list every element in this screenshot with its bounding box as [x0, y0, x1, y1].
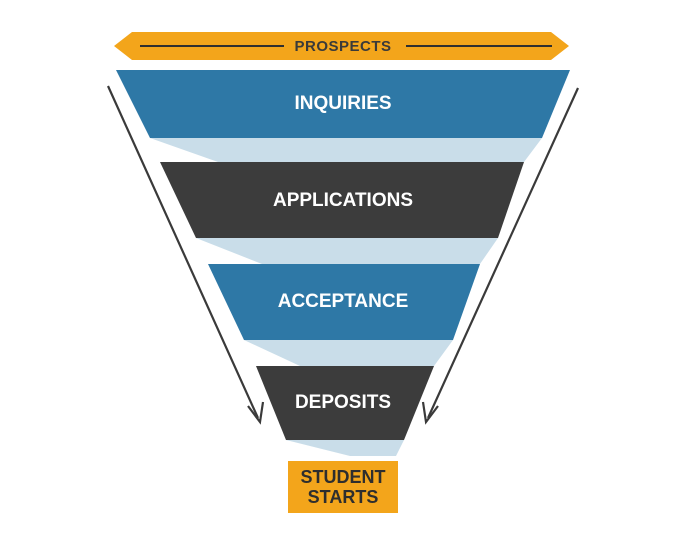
left-arrow-head	[247, 401, 265, 425]
connector-ribbon	[196, 238, 498, 264]
connector-ribbon	[150, 138, 542, 162]
prospects-label: PROSPECTS	[294, 38, 391, 55]
stage-inquiries-shape	[116, 70, 570, 138]
student-starts-line2: STARTS	[308, 487, 379, 507]
student-starts-box: STUDENT STARTS	[288, 461, 398, 513]
funnel-stage-acceptance: ACCEPTANCE	[208, 264, 480, 340]
student-starts-shape	[288, 461, 398, 513]
connector-ribbon	[244, 340, 453, 366]
connector-ribbon	[286, 440, 404, 456]
funnel-stage-deposits: DEPOSITS	[256, 366, 434, 440]
left-arrow	[106, 85, 265, 425]
stage-applications-shape	[160, 162, 524, 238]
stage-deposits-label: DEPOSITS	[295, 392, 391, 413]
prospects-banner-shape	[114, 32, 569, 60]
right-arrow-shaft	[426, 87, 580, 419]
right-arrow	[421, 87, 580, 425]
student-starts-line1: STUDENT	[301, 467, 386, 487]
stage-deposits-shape	[256, 366, 434, 440]
funnel-stage-inquiries: INQUIRIES	[116, 70, 570, 138]
stage-applications-label: APPLICATIONS	[273, 190, 413, 211]
stage-acceptance-shape	[208, 264, 480, 340]
left-arrow-shaft	[106, 85, 260, 419]
stage-inquiries-label: INQUIRIES	[294, 93, 391, 114]
right-arrow-head	[421, 401, 439, 425]
stage-acceptance-label: ACCEPTANCE	[278, 291, 409, 312]
prospects-banner: PROSPECTS	[114, 32, 569, 60]
funnel-stage-applications: APPLICATIONS	[160, 162, 524, 238]
stage-connectors	[150, 138, 542, 456]
